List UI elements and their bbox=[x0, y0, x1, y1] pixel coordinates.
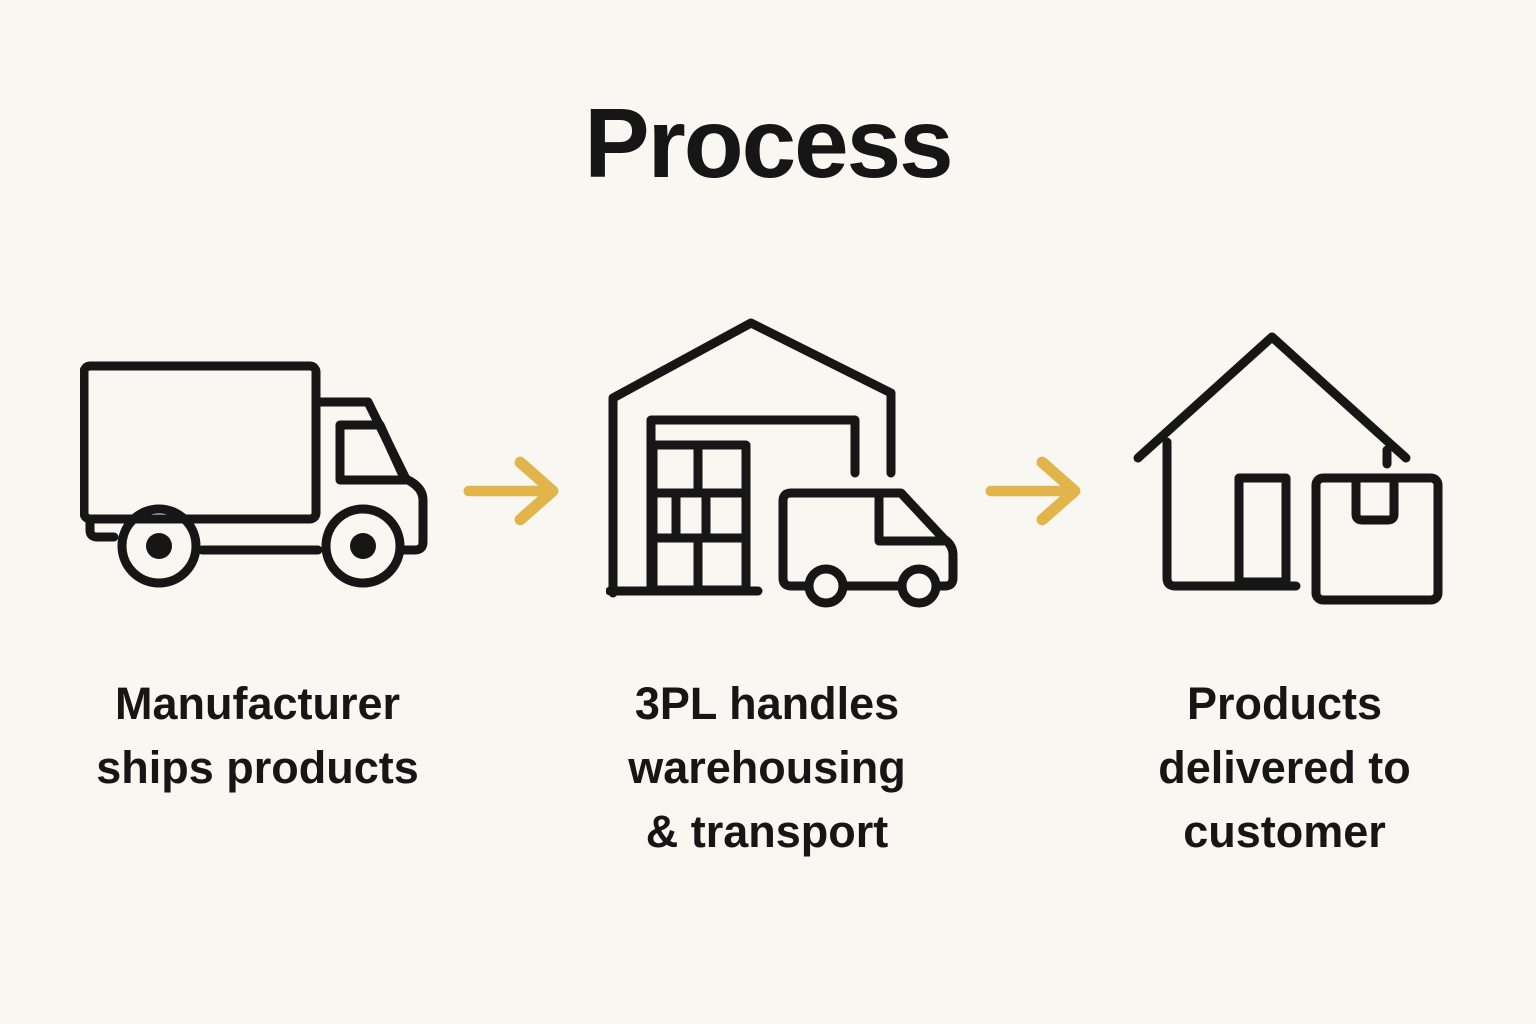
page-title: Process bbox=[584, 88, 953, 198]
house-package-icon bbox=[1132, 330, 1447, 620]
step-label-customer: Products delivered to customer bbox=[1158, 678, 1411, 857]
arrow-right-icon bbox=[985, 452, 1090, 530]
arrow-right-icon bbox=[463, 452, 568, 530]
step-label-manufacturer: Manufacturer ships products bbox=[96, 678, 419, 793]
truck-icon bbox=[80, 360, 432, 604]
step-label-3pl: 3PL handles warehousing & transport bbox=[628, 678, 906, 857]
warehouse-van-icon bbox=[606, 318, 962, 616]
